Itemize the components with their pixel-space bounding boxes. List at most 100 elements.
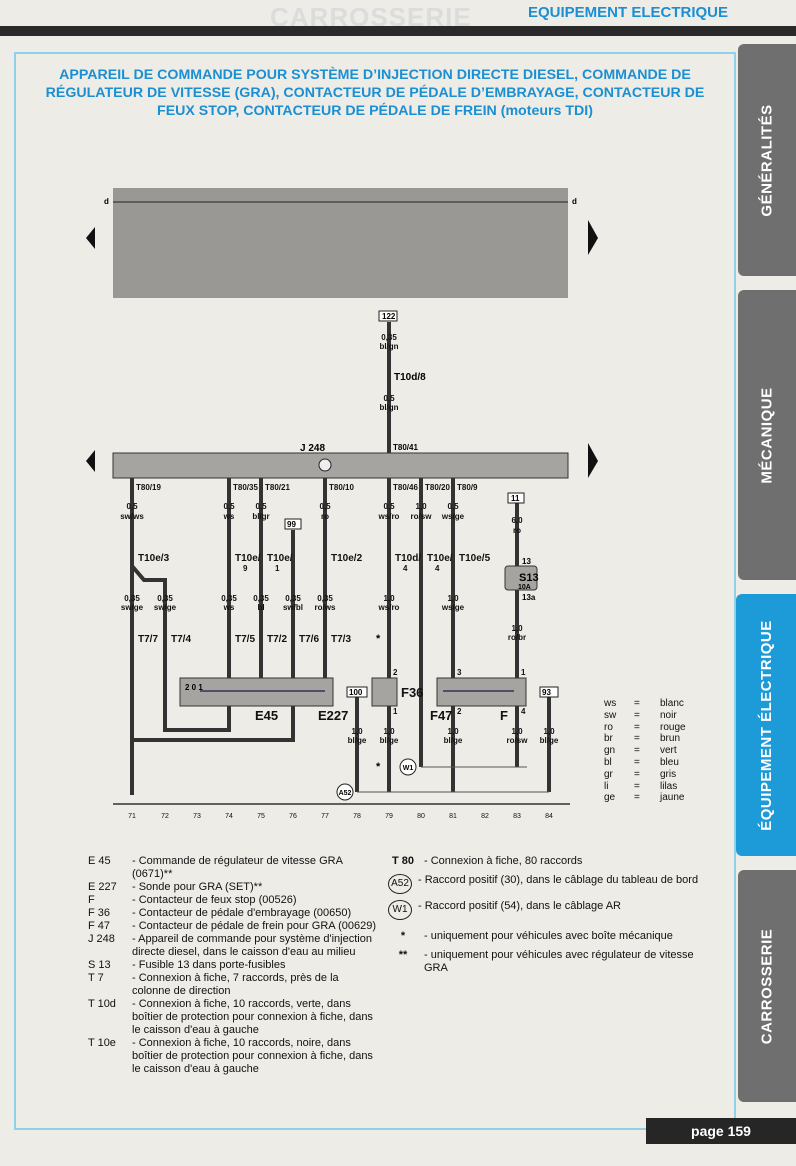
color-code-row: gr=gris (604, 769, 686, 781)
legend-code: E 45 (88, 855, 111, 867)
equals: = (634, 721, 640, 733)
diagram-label: T7/7 (138, 634, 158, 645)
legend-text: - Connexion à fiche, 10 raccords, verte,… (132, 998, 373, 1036)
diagram-label: 4 (521, 707, 526, 716)
diagram-label: 71 (128, 813, 136, 820)
diagram-label: ws (223, 512, 235, 521)
tab-carrosserie[interactable]: CARROSSERIE (738, 870, 796, 1102)
diagram-label: ro/br (508, 633, 526, 642)
diagram-label: 78 (353, 813, 361, 820)
diagram-label: 82 (481, 813, 489, 820)
legend-code: T 10d (88, 998, 116, 1010)
diagram-label: 0,35 (285, 594, 301, 603)
component-F36 (371, 677, 398, 707)
color-code-row: br=brun (604, 733, 686, 745)
legend-text: - Contacteur de feux stop (00526) (132, 894, 297, 906)
diagram-label: bl/ge (540, 736, 559, 745)
diagram-label: ro/ws (315, 603, 336, 612)
meaning: lilas (660, 780, 678, 792)
code: ge (604, 792, 616, 804)
diagram-label: ws (223, 603, 235, 612)
legend-text: - Contacteur de pédale de frein pour GRA… (132, 920, 376, 932)
diagram-label: 0,35 (253, 594, 269, 603)
legend-left: E 45- Commande de régulateur de vitesse … (88, 855, 380, 1076)
tab-mecanique[interactable]: MÉCANIQUE (738, 290, 796, 580)
diagram-label: bl/ge (444, 736, 463, 745)
diagram-label: T10e/ (427, 553, 453, 564)
switch-pin-labels: 21 32 14 (393, 668, 526, 716)
legend-code: J 248 (88, 933, 115, 945)
meaning: noir (660, 709, 677, 721)
tab-equipement-electrique[interactable]: ÉQUIPEMENT ÉLECTRIQUE (736, 594, 796, 856)
color-code-row: sw=noir (604, 710, 686, 722)
legend-text: - Connexion à fiche, 7 raccords, près de… (132, 972, 339, 997)
arrow-right-icon (588, 443, 598, 478)
diagram-label: 0,35 (221, 594, 237, 603)
diagram-label: 79 (385, 813, 393, 820)
diagram-label: ro/sw (411, 512, 433, 521)
fuse-out-pin: 13a (522, 593, 536, 602)
color-code-row: ws=blanc (604, 698, 686, 710)
diagram-label: 0,5 (319, 502, 331, 511)
diagram-label: T10e/ (235, 553, 261, 564)
diagram-label: 1 (275, 564, 280, 573)
diagram-label: 0,5 (255, 502, 267, 511)
component-E45-E227 (179, 677, 334, 707)
diagram-label: ws/ge (441, 603, 465, 612)
wire-color: bl/gn (379, 342, 398, 351)
legend-item: F 47- Contacteur de pédale de frein pour… (88, 920, 380, 933)
wires (130, 322, 551, 795)
legend-code: F (88, 894, 95, 906)
diagram-label: T10e/ (267, 553, 293, 564)
pin-label: T80/46 (393, 483, 418, 492)
equals: = (634, 698, 640, 709)
component-F47-F (436, 677, 527, 707)
pin-label: T80/21 (265, 483, 290, 492)
diagram-label: 73 (193, 813, 201, 820)
diagram-label: 1,0 (447, 727, 459, 736)
meaning: rouge (660, 721, 686, 733)
meaning: brun (660, 733, 681, 745)
page-title: APPAREIL DE COMMANDE POUR SYSTÈME D’INJE… (14, 66, 736, 120)
diagram-label: T7/5 (235, 634, 255, 645)
legend-text: - Raccord positif (54), dans le câblage … (418, 900, 621, 912)
diagram-label: 9 (243, 564, 248, 573)
pin-label: T80/10 (329, 483, 354, 492)
diagram-label: 1 (393, 707, 398, 716)
title-line: APPAREIL DE COMMANDE POUR SYSTÈME D’INJE… (59, 67, 691, 83)
diagram-label: 0,5 (126, 502, 138, 511)
arrow-left-icon (86, 450, 95, 472)
legend-text: - uniquement pour véhicules avec boîte m… (424, 930, 673, 942)
page-number: page 159 (646, 1118, 796, 1144)
arrow-right-icon (588, 220, 598, 255)
title-line: FEUX STOP, CONTACTEUR DE PÉDALE DE FREIN… (157, 103, 593, 119)
diagram-label: 0,5 (223, 502, 235, 511)
diagram-label: 1,0 (383, 594, 395, 603)
fuse-in-pin: 13 (522, 557, 531, 566)
legend-code: * (400, 930, 406, 942)
code: gn (604, 745, 616, 757)
diagram-label: E45 (255, 708, 278, 723)
diagram-label: 2 (457, 707, 462, 716)
legend-item: F 36- Contacteur de pédale d'embrayage (… (88, 907, 380, 920)
legend-code: A52 (388, 874, 412, 894)
legend-text: - uniquement pour véhicules avec régulat… (424, 949, 694, 974)
diagram-label: 1,0 (447, 594, 459, 603)
pin-label: T80/35 (233, 483, 258, 492)
legend-item: S 13- Fusible 13 dans porte-fusibles (88, 959, 380, 972)
diagram-label: F (500, 708, 508, 723)
diagram-label: T7/6 (299, 634, 319, 645)
title-line: RÉGULATEUR DE VITESSE (GRA), CONTACTEUR … (45, 85, 705, 101)
code: ws (604, 698, 617, 709)
legend-text: - Connexion à fiche, 80 raccords (424, 855, 583, 867)
legend-item: F - Contacteur de feux stop (00526) (88, 894, 380, 907)
tab-generalites[interactable]: GÉNÉRALITÉS (738, 44, 796, 276)
lower-wire-labels: 1,0bl/ge 1,0bl/ge 1,0bl/ge 1,0ro/sw 1,0b… (348, 727, 559, 745)
pin-label: T80/19 (136, 483, 161, 492)
section-header: EQUIPEMENT ELECTRIQUE (527, 4, 728, 21)
equals: = (634, 745, 640, 757)
legend-item: **- uniquement pour véhicules avec régul… (388, 949, 718, 975)
box-100: 100 (349, 688, 363, 697)
